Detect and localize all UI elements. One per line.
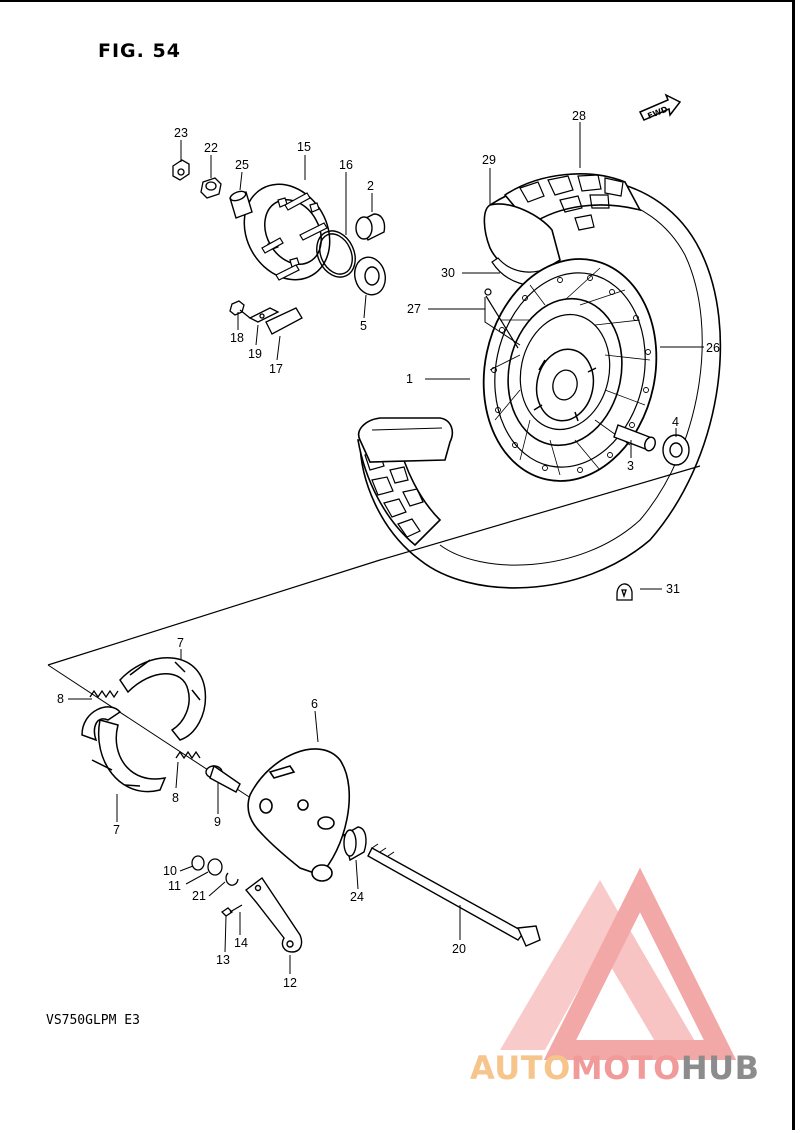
rear-axle: [367, 843, 541, 947]
callout-14: 14: [234, 936, 248, 950]
assembly-divider-line: [47, 465, 701, 666]
callout-31: 31: [666, 582, 680, 596]
callout-24: 24: [350, 890, 364, 904]
bolt-18: [229, 300, 251, 319]
lock-washer-19: [248, 307, 280, 323]
callout-6: 6: [311, 697, 318, 711]
axle-spacer: [613, 424, 656, 452]
callout-26: 26: [706, 341, 720, 355]
watermark-moto: MOTO: [570, 1049, 681, 1087]
callout-30: 30: [441, 266, 455, 280]
watermark-text: AUTOMOTOHUB: [470, 1049, 760, 1087]
brake-spring-lower: [175, 750, 201, 760]
callout-29: 29: [482, 153, 496, 167]
nut-22: [200, 177, 222, 199]
callout-8-right: 8: [172, 791, 179, 805]
callout-7-lower: 7: [113, 823, 120, 837]
forward-arrow-icon: FWD: [638, 93, 682, 121]
circlip-21: [225, 872, 239, 886]
callout-2: 2: [367, 179, 374, 193]
wheel-bearing-left: [353, 256, 387, 296]
callout-10: 10: [163, 864, 177, 878]
callout-23: 23: [174, 126, 188, 140]
callout-labels: 23 22 25 15 16 2 5 18 19 17 28 29 30 27 …: [57, 109, 720, 990]
callout-5: 5: [360, 319, 367, 333]
hub-spacer: [355, 213, 386, 241]
callout-22: 22: [204, 141, 218, 155]
brake-arm: [244, 876, 303, 953]
bolt-13: [220, 904, 243, 917]
washer-10: [191, 855, 205, 871]
callout-28: 28: [572, 109, 586, 123]
callout-19: 19: [248, 347, 262, 361]
model-code: VS750GLPM E3: [46, 1013, 140, 1028]
callout-9: 9: [214, 815, 221, 829]
fwd-label: FWD: [646, 104, 669, 120]
washer-11: [207, 858, 223, 876]
axle-collar: [343, 826, 367, 862]
wheel-bearing-right: [662, 434, 690, 466]
callout-16: 16: [339, 158, 353, 172]
brake-shoe-lower: [81, 706, 167, 793]
callout-12: 12: [283, 976, 297, 990]
callout-25: 25: [235, 158, 249, 172]
damper-bush: [229, 190, 253, 219]
plate-17: [265, 307, 303, 335]
watermark-auto: AUTO: [470, 1049, 571, 1087]
callout-21: 21: [192, 889, 206, 903]
callout-13: 13: [216, 953, 230, 967]
brake-panel: [247, 748, 351, 882]
rim-band-clip: [616, 583, 633, 601]
watermark-hub: HUB: [680, 1049, 760, 1087]
spoked-wheel-rim: [482, 258, 658, 482]
brake-spring-upper: [89, 689, 119, 699]
callout-20: 20: [452, 942, 466, 956]
leader-lines: [68, 122, 704, 974]
callout-4: 4: [672, 415, 679, 429]
spoke-nipple: [484, 288, 519, 349]
brake-cam-shaft: [205, 764, 241, 793]
callout-8-left: 8: [57, 692, 64, 706]
callout-18: 18: [230, 331, 244, 345]
callout-3: 3: [627, 459, 634, 473]
figure-title: FIG. 54: [98, 40, 181, 62]
callout-7-upper: 7: [177, 636, 184, 650]
brake-shoe-upper: [119, 657, 207, 741]
callout-11: 11: [168, 879, 181, 893]
final-driven-flange: [243, 183, 331, 281]
callout-27: 27: [407, 302, 421, 316]
nut-23: [172, 159, 190, 181]
callout-1: 1: [406, 372, 413, 386]
callout-17: 17: [269, 362, 283, 376]
callout-15: 15: [297, 140, 311, 154]
o-ring: [316, 230, 356, 278]
automotohub-logo-icon: [500, 867, 737, 1060]
